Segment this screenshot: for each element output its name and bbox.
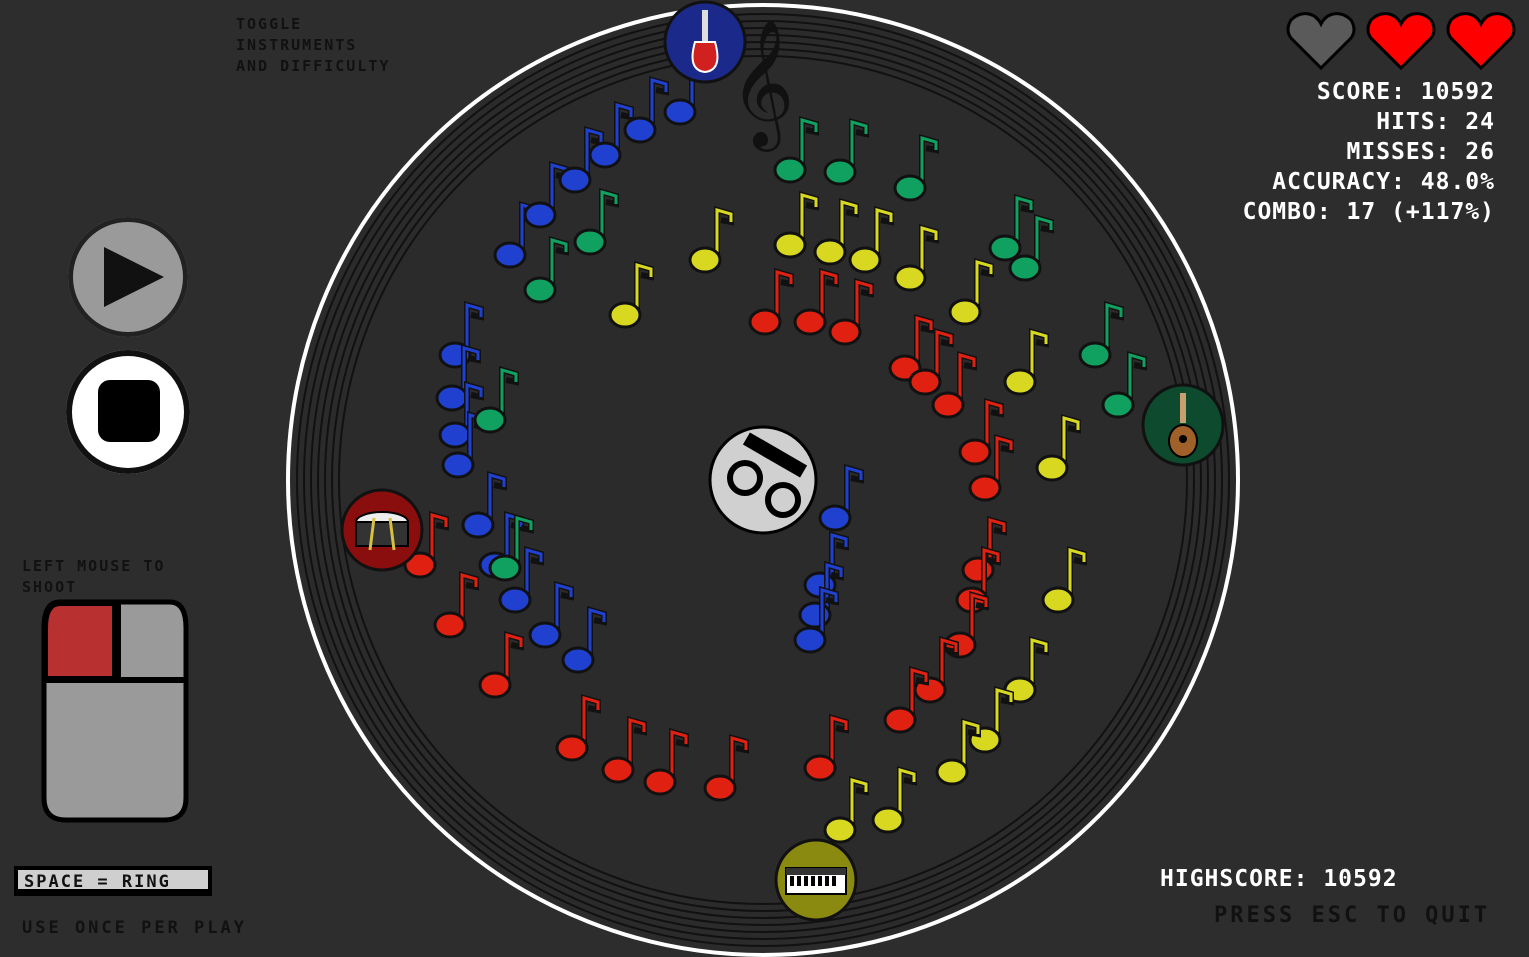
red-note[interactable] [908,328,954,396]
red-note[interactable] [958,398,1004,466]
toggle-line: TOGGLE [236,15,303,33]
red-note[interactable] [828,278,874,346]
space-note: USE ONCE PER PLAY [22,918,247,938]
green-note[interactable] [523,236,569,304]
drum-icon [355,511,409,551]
record-groove [331,48,1195,912]
green-note[interactable] [573,188,619,256]
blue-note[interactable] [793,586,839,654]
yellow-note[interactable] [871,766,917,834]
center-face-icon[interactable] [708,425,818,535]
accuracy: ACCURACY: 48.0% [1272,169,1495,195]
yellow-note[interactable] [608,261,654,329]
green-note[interactable] [473,366,519,434]
hits: HITS: 24 [1376,109,1495,135]
toggle-line: INSTRUMENTS [236,36,358,54]
electric-guitar-icon [691,10,719,74]
red-note[interactable] [478,631,524,699]
green-note[interactable] [823,118,869,186]
red-note[interactable] [931,351,977,419]
red-note[interactable] [968,434,1014,502]
heart-full-icon [1446,12,1516,71]
blue-note[interactable] [435,344,481,412]
red-note[interactable] [643,728,689,796]
mouse-instructions: LEFT MOUSE TO SHOOT [22,556,165,598]
red-note[interactable] [601,716,647,784]
blue-note[interactable] [818,464,864,532]
record-groove [317,34,1209,926]
toggle-line: AND DIFFICULTY [236,57,391,75]
red-note[interactable] [403,511,449,579]
stop-icon [98,380,160,442]
red-note[interactable] [703,734,749,802]
red-note[interactable] [433,571,479,639]
yellow-note[interactable] [935,718,981,786]
combo: COMBO: 17 (+117%) [1242,199,1495,225]
red-note[interactable] [748,268,794,336]
mouse-line: SHOOT [22,578,78,596]
ukulele-icon [1168,393,1198,458]
misses: MISSES: 26 [1346,139,1495,165]
electric-guitar-instrument-button[interactable] [663,0,747,84]
toggle-instructions: TOGGLE INSTRUMENTS AND DIFFICULTY [236,14,390,77]
record-groove [296,13,1230,947]
highscore: HIGHSCORE: 10592 [1160,866,1398,892]
green-note[interactable] [893,134,939,202]
yellow-note[interactable] [813,198,859,266]
record-groove [303,20,1223,940]
red-note[interactable] [883,666,929,734]
yellow-note[interactable] [1003,328,1049,396]
stats-panel: SCORE: 10592 HITS: 24 MISSES: 26 ACCURAC… [1243,77,1495,227]
keyboard-icon [785,867,847,895]
blue-note[interactable] [498,546,544,614]
blue-note[interactable] [558,126,604,194]
score: SCORE: 10592 [1316,79,1495,105]
yellow-note[interactable] [823,776,869,844]
yellow-note[interactable] [1035,414,1081,482]
red-note[interactable] [803,714,849,782]
blue-note[interactable] [528,581,574,649]
ukulele-instrument-button[interactable] [1141,383,1225,467]
mouse-icon [41,599,189,823]
green-note[interactable] [1008,214,1054,282]
drum-instrument-button[interactable] [340,488,424,572]
green-note[interactable] [773,116,819,184]
red-note[interactable] [555,694,601,762]
quit-hint: PRESS ESC TO QUIT [1214,903,1491,928]
play-icon [104,247,164,307]
red-note[interactable] [793,268,839,336]
green-note[interactable] [988,194,1034,262]
stop-button[interactable] [66,350,190,474]
blue-note[interactable] [561,606,607,674]
yellow-note[interactable] [948,258,994,326]
record-groove [338,55,1188,905]
heart-full-icon [1366,12,1436,71]
blue-note[interactable] [588,101,634,169]
lives [1285,10,1517,72]
keyboard-instrument-button[interactable] [774,838,858,922]
heart-empty-icon [1286,12,1356,71]
yellow-note[interactable] [1041,546,1087,614]
yellow-note[interactable] [773,191,819,259]
play-button[interactable] [68,217,188,337]
green-note[interactable] [1101,351,1147,419]
mouse-line: LEFT MOUSE TO [22,557,166,575]
blue-note[interactable] [623,76,669,144]
green-note[interactable] [488,514,534,582]
yellow-note[interactable] [848,206,894,274]
yellow-note[interactable] [688,206,734,274]
yellow-note[interactable] [893,224,939,292]
green-note[interactable] [1078,301,1124,369]
record-groove [324,41,1202,919]
blue-note[interactable] [461,471,507,539]
space-ring-label: SPACE = RING [14,866,212,896]
record-groove [310,27,1216,933]
space-ring-text: SPACE = RING [24,872,171,892]
